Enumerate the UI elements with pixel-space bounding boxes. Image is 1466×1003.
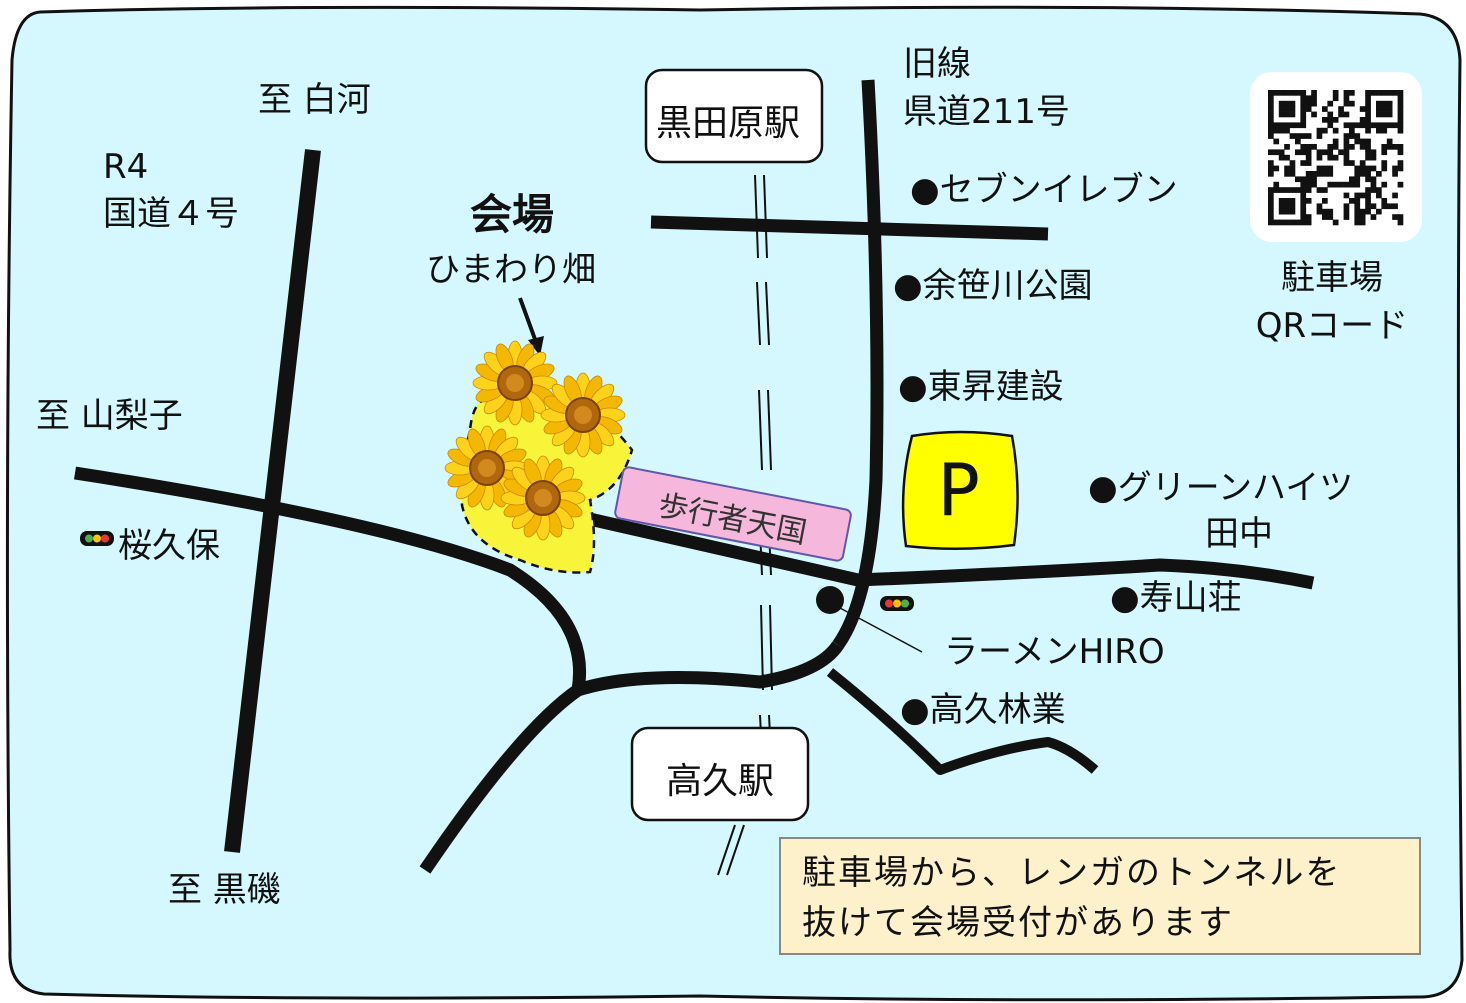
sunflower-icon [540,372,626,458]
label-route4-name: 国道４号 [103,194,239,234]
label-ramen-hiro: ラーメンHIRO [944,632,1165,672]
label-to-shirakawa: 至 白河 [258,80,371,120]
note-message: 駐車場から、レンガのトンネルを 抜けて会場受付があります [802,848,1341,948]
north-cross-road [650,215,1049,241]
station-box-kurodahara [644,68,824,164]
note-box [779,837,1421,955]
label-to-yamanashiko: 至 山梨子 [36,396,183,436]
station-takaku: 高久駅 [666,761,775,802]
parking-letter: P [937,448,981,532]
qr-caption-qrcode: QRコード [1255,306,1409,346]
venue-pointer-arrow-icon [518,297,544,356]
sunflower-icon [500,455,586,541]
station-box-takaku [630,726,810,822]
takaku-ringyo-road [826,668,1099,775]
yamanashiko-road [74,466,587,692]
label-seven-eleven: ●セブンイレブン [910,170,1178,210]
qr-code-icon [1268,90,1404,226]
label-jusanso: ●寿山荘 [1110,578,1242,618]
traffic-light-icon [880,596,914,611]
traffic-light-icon [80,531,114,546]
sunflower-icon [444,425,530,511]
label-old-line: 旧線 [903,44,971,84]
label-sakurakubo: 桜久保 [118,526,220,566]
label-yosasagawa-park: ●余笹川公園 [893,266,1093,306]
parking-icon [901,430,1019,551]
east-road [570,508,1315,590]
pref-road-211 [832,79,884,649]
note-line-1: 駐車場から、レンガのトンネルを [802,853,1342,893]
ramen-hiro-marker [816,586,844,614]
venue-subtitle: ひまわり畑 [426,250,596,290]
note-line-2: 抜けて会場受付があります [802,903,1234,943]
label-takaku-ringyo: ●高久林業 [900,690,1066,730]
sunflower-icon [472,340,558,426]
label-green-heights: ●グリーンハイツ [1088,468,1354,508]
venue-title: 会場 [470,190,555,239]
pedestrian-zone [614,466,852,562]
station-kurodahara: 黒田原駅 [656,103,801,144]
label-to-kuroiso: 至 黒磯 [168,870,281,910]
ramen-hiro-leader [839,607,923,653]
southwest-road [419,641,844,874]
label-green-heights-tanaka: 田中 [1205,514,1273,554]
label-tosho-kensetsu: ●東昇建設 [898,367,1064,407]
roads [74,79,1315,874]
label-route4-code: R4 [103,147,149,187]
label-pref-road: 県道211号 [903,92,1070,132]
qr-caption-parking: 駐車場 [1281,258,1383,298]
sunflower-icons [444,340,626,541]
